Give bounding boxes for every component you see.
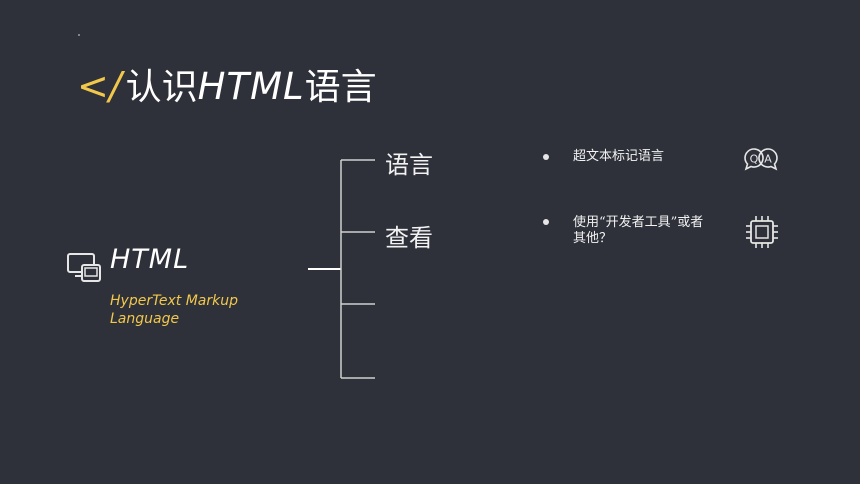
title-tag: </ — [77, 64, 122, 108]
title-prefix: 认识 — [125, 67, 198, 108]
svg-text:A: A — [764, 153, 772, 166]
title-keyword: HTML — [197, 65, 305, 108]
svg-text:Q: Q — [750, 153, 759, 166]
decorative-dot — [78, 34, 80, 36]
devices-icon — [67, 253, 101, 282]
html-subtitle: HyperText Markup Language — [110, 293, 239, 327]
branch-view: 查看 — [385, 224, 433, 252]
html-label: HTML — [110, 244, 190, 275]
chip-icon — [746, 216, 778, 248]
qa-icon: Q A — [744, 148, 778, 171]
branch-language: 语言 — [385, 151, 433, 179]
bullet-text-1: 超文本标记语言 — [573, 149, 665, 164]
tree-connector — [308, 159, 375, 379]
title-suffix: 语言 — [304, 67, 377, 108]
bullet-dot — [543, 219, 549, 225]
bullet-dot — [543, 154, 549, 160]
bullet-text-2: 使用“开发者工具”或者其他？ — [573, 215, 704, 246]
page-title: </ 认识 HTML 语言 — [77, 58, 377, 110]
